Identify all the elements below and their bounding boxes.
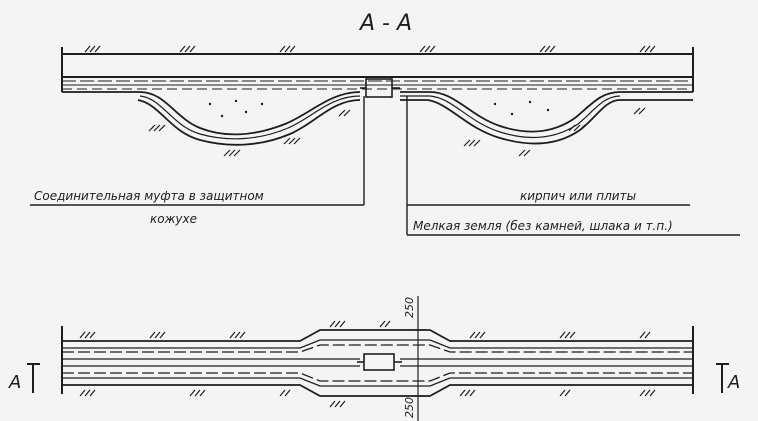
cable-loop-right (400, 91, 693, 145)
ground-hatch-loops (148, 107, 646, 157)
plan-frame (61, 326, 694, 394)
fine-earth-dots (208, 99, 550, 118)
plan-cables (62, 339, 693, 387)
section-mark-left-symbol (27, 363, 40, 393)
plan-view: 250 250 A A (8, 296, 740, 421)
label-brick: кирпич или плиты (520, 189, 636, 203)
brick-layer (62, 80, 693, 90)
coupling-box (360, 78, 400, 98)
section-mark-right: A (727, 372, 740, 393)
plan-coupling-box (357, 353, 402, 371)
section-mark-left: A (8, 372, 21, 393)
trench-outline (62, 329, 693, 397)
dimension-bottom: 250 (403, 397, 416, 418)
label-coupling-cont: кожухе (150, 212, 197, 226)
label-coupling: Соединительная муфта в защитном (34, 189, 264, 203)
leader-lines (30, 96, 740, 236)
ground-hatch-plan (79, 320, 656, 408)
dimension-line (413, 296, 423, 421)
label-soil: Мелкая земля (без камней, шлака и т.п.) (413, 219, 673, 233)
ground-hatch-top (84, 45, 656, 53)
cable-loop-left (62, 91, 361, 146)
section-mark-right-symbol (716, 363, 729, 393)
dimension-top: 250 (403, 297, 416, 318)
section-title: A - A (358, 11, 412, 36)
section-view: A - A (30, 11, 740, 236)
